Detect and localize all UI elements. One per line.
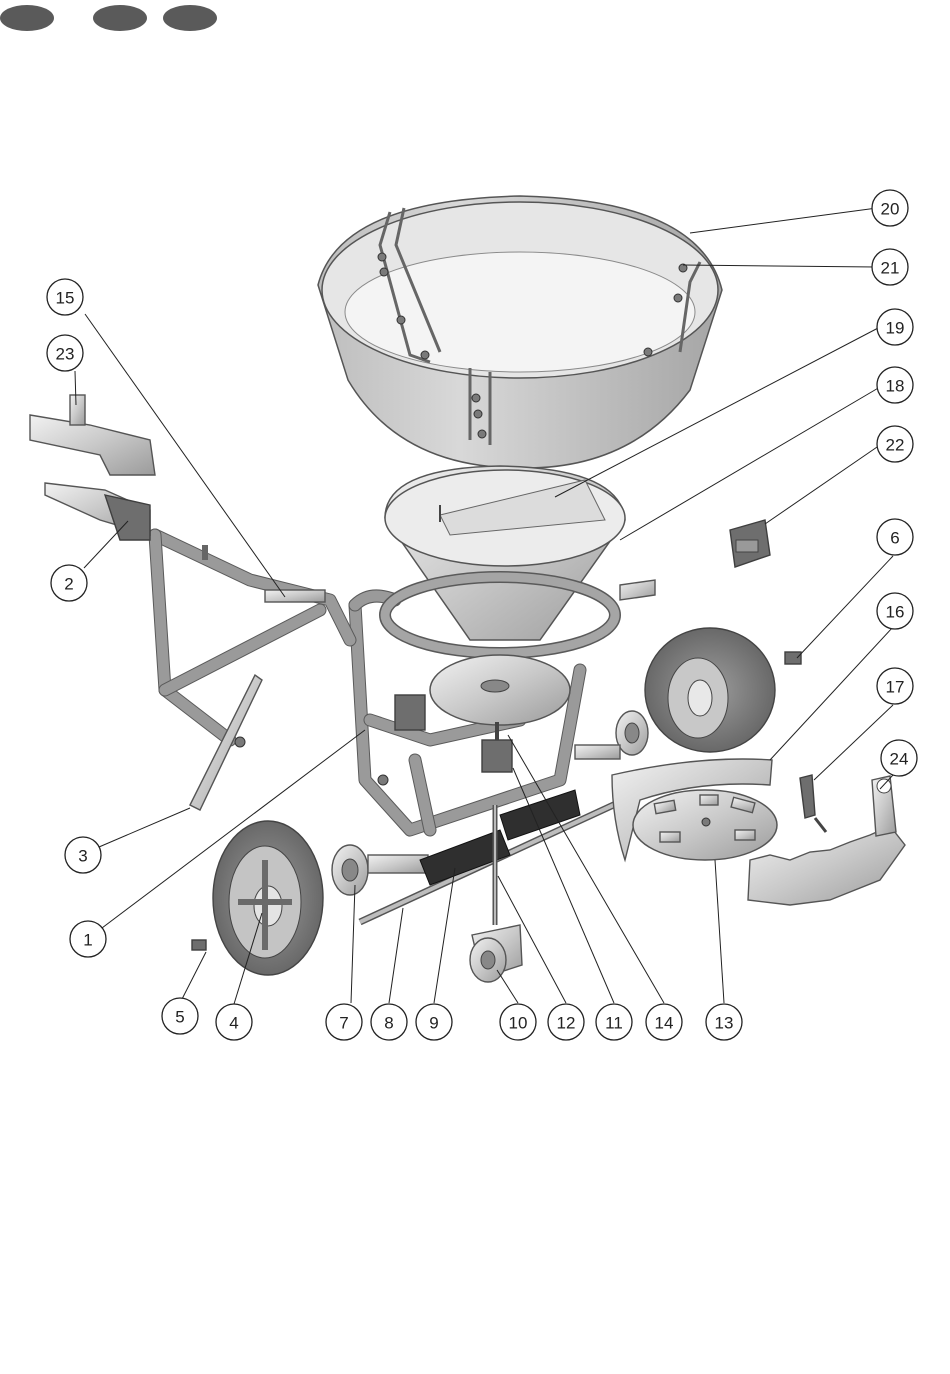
callout-10: 10 xyxy=(500,1004,536,1040)
callout-label: 18 xyxy=(886,377,905,396)
callout-4: 4 xyxy=(216,1004,252,1040)
callout-23: 23 xyxy=(47,335,83,371)
callout-label: 19 xyxy=(886,319,905,338)
callout-label: 21 xyxy=(881,259,900,278)
callout-label: 11 xyxy=(605,1014,623,1033)
callout-label: 7 xyxy=(339,1014,348,1033)
callout-2: 2 xyxy=(51,565,87,601)
callout-label: 13 xyxy=(715,1014,734,1033)
clip-left xyxy=(192,940,206,950)
callout-label: 6 xyxy=(890,529,899,548)
adjust-lever xyxy=(800,775,826,832)
callout-1: 1 xyxy=(70,921,106,957)
callout-label: 3 xyxy=(78,847,87,866)
callout-20: 20 xyxy=(872,190,908,226)
callout-12: 12 xyxy=(548,1004,584,1040)
spinner-base xyxy=(430,655,570,772)
callout-5: 5 xyxy=(162,998,198,1034)
hopper-body xyxy=(318,196,722,468)
callout-label: 22 xyxy=(886,436,905,455)
callout-16: 16 xyxy=(877,593,913,629)
callout-8: 8 xyxy=(371,1004,407,1040)
callout-label: 17 xyxy=(886,678,905,697)
hub-right xyxy=(575,711,648,759)
funnel xyxy=(385,466,625,640)
callout-24: 24 xyxy=(881,740,917,776)
callout-21: 21 xyxy=(872,249,908,285)
handle-bar xyxy=(190,675,262,810)
callout-label: 1 xyxy=(83,931,92,950)
callout-7: 7 xyxy=(326,1004,362,1040)
callout-label: 16 xyxy=(886,603,905,622)
callout-label: 4 xyxy=(229,1014,238,1033)
clip-right xyxy=(785,652,801,664)
callout-19: 19 xyxy=(877,309,913,345)
wheel-left xyxy=(213,821,323,975)
wheel-right xyxy=(645,628,775,752)
spinner-disc xyxy=(633,790,777,860)
callout-label: 14 xyxy=(655,1014,674,1033)
callout-label: 10 xyxy=(509,1014,528,1033)
callout-label: 15 xyxy=(56,289,75,308)
callout-9: 9 xyxy=(416,1004,452,1040)
callout-15: 15 xyxy=(47,279,83,315)
callout-22: 22 xyxy=(877,426,913,462)
gearbox xyxy=(470,925,522,982)
callout-13: 13 xyxy=(706,1004,742,1040)
callout-label: 23 xyxy=(56,345,75,364)
callout-17: 17 xyxy=(877,668,913,704)
callout-14: 14 xyxy=(646,1004,682,1040)
hub-left xyxy=(332,845,428,895)
callout-label: 5 xyxy=(175,1008,184,1027)
callout-6: 6 xyxy=(877,519,913,555)
callout-label: 2 xyxy=(64,575,73,594)
control-box xyxy=(730,520,770,567)
callout-label: 8 xyxy=(384,1014,393,1033)
callout-label: 20 xyxy=(881,200,900,219)
callout-11: 11 xyxy=(596,1004,632,1040)
callout-label: 12 xyxy=(557,1014,576,1033)
callout-label: 24 xyxy=(890,750,909,769)
callout-label: 9 xyxy=(429,1014,438,1033)
side-guard xyxy=(748,776,905,905)
callout-18: 18 xyxy=(877,367,913,403)
callout-3: 3 xyxy=(65,837,101,873)
